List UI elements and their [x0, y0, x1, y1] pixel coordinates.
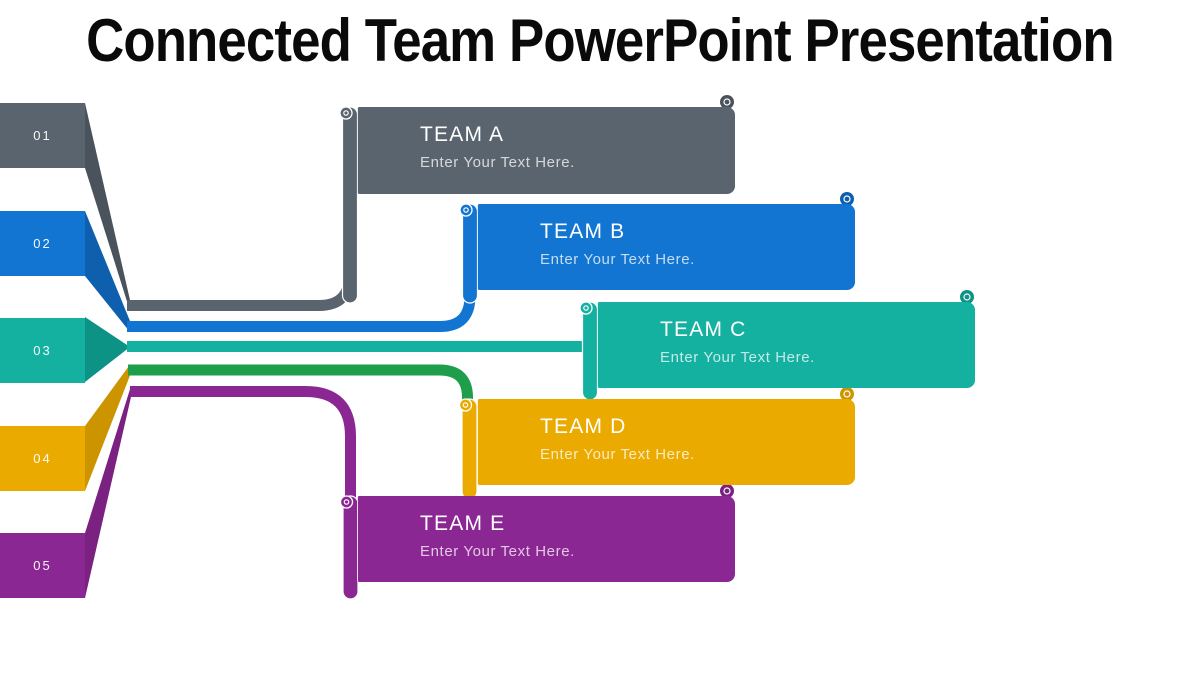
tab-02-number: 02	[33, 236, 52, 251]
team-b-title[interactable]: TEAM B	[540, 220, 626, 243]
team-a-pole	[341, 106, 359, 304]
team-a-pole-curl-inner-icon	[343, 110, 349, 116]
tab-01[interactable]: 01	[0, 103, 85, 168]
team-b-pole-curl-icon	[459, 203, 473, 217]
tab-04-number: 04	[33, 451, 52, 466]
tab-05-number: 05	[33, 558, 52, 573]
team-b-subtitle[interactable]: Enter Your Text Here.	[540, 251, 695, 268]
team-d-pole	[461, 398, 478, 500]
team-c-title[interactable]: TEAM C	[660, 318, 747, 341]
team-c-pole-curl-icon	[579, 301, 593, 315]
tab-01-number: 01	[33, 128, 52, 143]
team-b-connector	[127, 250, 476, 332]
tab-04[interactable]: 04	[0, 426, 85, 491]
team-e-corner-curl-inner-icon	[723, 487, 731, 495]
team-a-connector	[127, 230, 355, 311]
team-a-corner-curl-inner-icon	[723, 98, 731, 106]
team-e-box[interactable]: TEAM E Enter Your Text Here.	[357, 496, 735, 582]
team-e-pole-curl-inner-icon	[343, 499, 350, 505]
team-e-pole	[342, 495, 359, 600]
team-d-pole-curl-inner-icon	[462, 402, 469, 408]
team-b-pole	[461, 203, 479, 304]
team-e-title[interactable]: TEAM E	[420, 512, 506, 535]
team-a-pole-curl-icon	[339, 106, 353, 120]
tab-02[interactable]: 02	[0, 211, 85, 276]
team-b-corner-curl-icon	[840, 192, 854, 206]
team-a-title[interactable]: TEAM A	[420, 123, 505, 146]
team-b-pole-curl-inner-icon	[463, 207, 469, 213]
team-d-subtitle[interactable]: Enter Your Text Here.	[540, 446, 695, 463]
team-e-pole-curl-icon	[339, 495, 354, 509]
tab-04-band	[85, 364, 130, 491]
team-e-corner-curl-icon	[720, 484, 734, 498]
team-b-box[interactable]: TEAM B Enter Your Text Here.	[477, 204, 855, 290]
team-d-corner-curl-icon	[840, 387, 854, 401]
team-d-connector	[128, 364, 473, 430]
tab-05[interactable]: 05	[0, 533, 85, 598]
team-d-pole-curl-icon	[458, 398, 473, 412]
team-c-pole	[581, 301, 599, 401]
team-c-subtitle[interactable]: Enter Your Text Here.	[660, 349, 815, 366]
team-d-corner-curl-inner-icon	[843, 390, 851, 398]
tab-03[interactable]: 03	[0, 318, 85, 383]
team-a-corner-curl-icon	[720, 95, 734, 109]
team-a-box[interactable]: TEAM A Enter Your Text Here.	[357, 107, 735, 194]
team-a-subtitle[interactable]: Enter Your Text Here.	[420, 154, 575, 171]
tab-02-band	[85, 211, 130, 332]
team-d-title[interactable]: TEAM D	[540, 415, 627, 438]
tab-05-band	[85, 386, 131, 598]
team-c-pole-curl-inner-icon	[583, 305, 589, 311]
team-c-corner-curl-inner-icon	[963, 293, 971, 301]
page-title: Connected Team PowerPoint Presentation	[0, 9, 1200, 73]
team-e-subtitle[interactable]: Enter Your Text Here.	[420, 543, 575, 560]
tab-01-band	[85, 103, 130, 311]
team-b-corner-curl-inner-icon	[843, 195, 851, 203]
tab-03-arrow	[85, 317, 130, 382]
team-c-box[interactable]: TEAM C Enter Your Text Here.	[597, 302, 975, 388]
team-e-connector	[130, 386, 356, 500]
page-title-text: Connected Team PowerPoint Presentation	[86, 7, 1115, 74]
team-c-corner-curl-icon	[960, 290, 974, 304]
team-d-box[interactable]: TEAM D Enter Your Text Here.	[477, 399, 855, 485]
tab-03-number: 03	[33, 343, 52, 358]
